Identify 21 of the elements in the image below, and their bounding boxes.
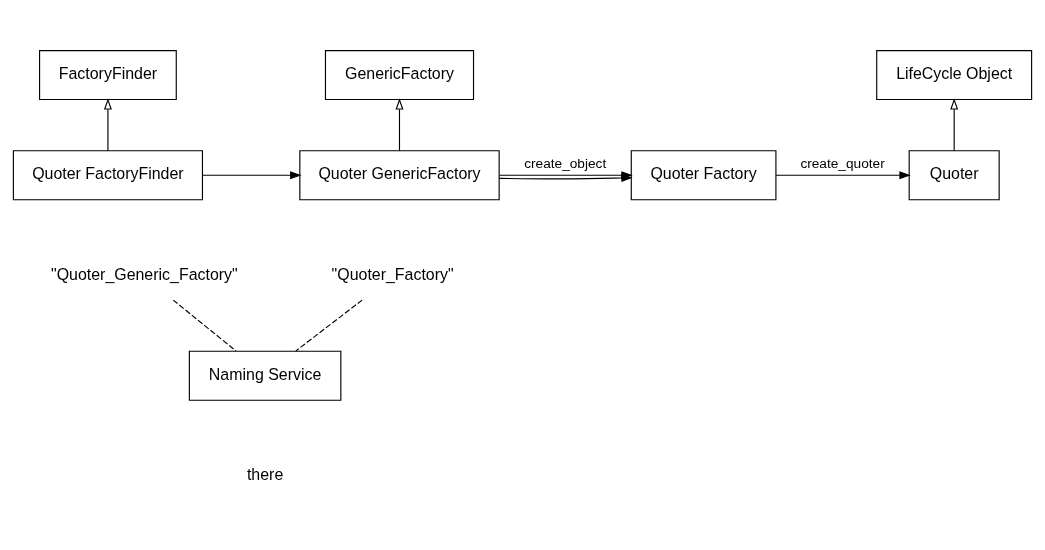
node-box: FactoryFinder xyxy=(39,49,177,100)
arrow xyxy=(103,97,112,151)
node-box: Quoter FactoryFinder xyxy=(12,149,203,200)
node-box: Quoter xyxy=(908,149,1000,200)
arrow xyxy=(201,170,302,179)
node-box: LifeCycle Object xyxy=(876,49,1033,100)
arrow xyxy=(775,170,911,179)
connector xyxy=(295,299,363,352)
label: there xyxy=(246,465,284,483)
connector xyxy=(172,299,237,352)
edge-label: create_quoter xyxy=(800,155,885,171)
arrow xyxy=(498,173,633,182)
node-box: Quoter Factory xyxy=(630,149,777,200)
node-text: "Quoter_Generic_Factory" xyxy=(51,265,238,283)
node-box: GenericFactory xyxy=(324,49,475,100)
node-box: Quoter GenericFactory xyxy=(299,149,500,200)
arrow xyxy=(950,97,959,151)
edge-label: create_object xyxy=(524,155,607,171)
node-box: Naming Service xyxy=(188,350,342,401)
node-text: "Quoter_Factory" xyxy=(331,265,454,283)
arrow xyxy=(395,97,404,151)
